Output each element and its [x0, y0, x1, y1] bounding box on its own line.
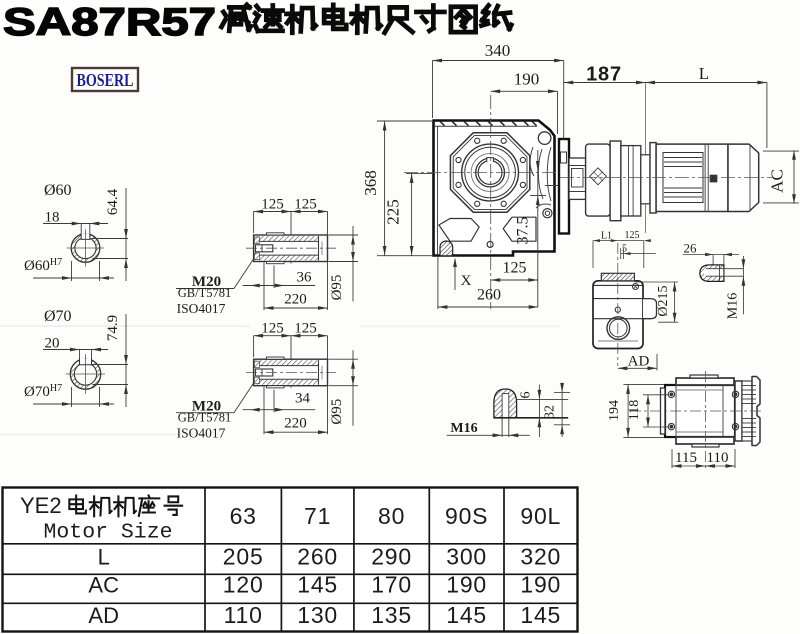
svg-text:6: 6	[519, 392, 534, 399]
svg-text:YE2: YE2	[20, 493, 62, 518]
svg-text:220: 220	[284, 292, 307, 308]
svg-text:225: 225	[384, 199, 403, 225]
svg-text:64.4: 64.4	[105, 188, 121, 215]
svg-text:120: 120	[223, 572, 264, 598]
svg-text:34: 34	[295, 391, 311, 407]
svg-text:135: 135	[371, 602, 412, 628]
svg-text:AD: AD	[628, 354, 650, 370]
svg-text:Motor Size: Motor Size	[43, 521, 172, 545]
svg-text:125: 125	[625, 230, 640, 241]
svg-text:125: 125	[503, 260, 527, 277]
svg-text:220: 220	[284, 416, 307, 432]
svg-text:90L: 90L	[520, 503, 561, 529]
svg-text:Ø215: Ø215	[656, 285, 671, 316]
svg-text:63: 63	[230, 503, 257, 529]
svg-text:145: 145	[297, 572, 338, 598]
svg-text:X: X	[461, 273, 472, 289]
svg-text:GB/T5781: GB/T5781	[178, 286, 231, 300]
svg-text:M16: M16	[450, 421, 477, 436]
svg-text:18: 18	[45, 210, 60, 226]
svg-text:AD: AD	[88, 603, 119, 628]
svg-text:125: 125	[294, 197, 317, 213]
svg-text:36: 36	[297, 270, 313, 286]
svg-text:190: 190	[514, 70, 540, 89]
svg-text:5: 5	[622, 244, 627, 255]
svg-text:190: 190	[446, 572, 487, 598]
svg-text:ISO4017: ISO4017	[177, 425, 226, 440]
svg-text:37.5: 37.5	[515, 217, 532, 245]
svg-text:260: 260	[297, 544, 338, 570]
svg-text:Ø95: Ø95	[329, 275, 345, 301]
svg-text:340: 340	[485, 41, 511, 60]
svg-text:125: 125	[261, 321, 284, 337]
svg-text:M20: M20	[192, 398, 221, 414]
svg-text:130: 130	[297, 602, 338, 628]
svg-text:Ø60: Ø60	[44, 182, 72, 199]
svg-text:145: 145	[520, 602, 561, 628]
svg-text:26: 26	[684, 241, 698, 256]
svg-text:M16: M16	[726, 293, 741, 319]
svg-text:320: 320	[520, 544, 561, 570]
svg-text:187: 187	[586, 64, 622, 86]
svg-text:194: 194	[607, 400, 622, 421]
svg-text:145: 145	[446, 602, 487, 628]
svg-text:110: 110	[224, 602, 263, 628]
svg-text:SA87R57: SA87R57	[3, 1, 216, 44]
svg-text:L: L	[98, 545, 110, 570]
svg-text:BOSERL: BOSERL	[77, 70, 134, 90]
svg-text:290: 290	[371, 544, 412, 570]
svg-text:118: 118	[627, 400, 642, 420]
svg-text:74.9: 74.9	[105, 315, 121, 341]
svg-text:115: 115	[675, 450, 697, 466]
svg-text:32: 32	[543, 405, 558, 419]
svg-text:L: L	[699, 64, 709, 83]
svg-text:71: 71	[304, 503, 331, 529]
svg-text:AC: AC	[768, 169, 787, 193]
svg-text:GB/T5781: GB/T5781	[178, 410, 231, 424]
svg-text:90S: 90S	[445, 503, 488, 529]
svg-text:Ø95: Ø95	[329, 399, 345, 425]
svg-text:ISO4017: ISO4017	[177, 301, 226, 316]
svg-text:125: 125	[294, 321, 317, 337]
svg-text:300: 300	[446, 544, 487, 570]
svg-text:260: 260	[477, 287, 501, 304]
svg-text:AC: AC	[88, 573, 119, 598]
svg-text:80: 80	[378, 503, 405, 529]
svg-text:20: 20	[45, 336, 60, 352]
svg-text:125: 125	[261, 197, 284, 213]
svg-text:205: 205	[223, 544, 264, 570]
svg-text:110: 110	[707, 450, 729, 466]
svg-text:368: 368	[361, 170, 380, 196]
svg-text:L1: L1	[601, 231, 612, 242]
svg-text:M20: M20	[192, 274, 221, 290]
svg-text:170: 170	[371, 572, 412, 598]
svg-text:190: 190	[520, 572, 561, 598]
svg-text:Ø70: Ø70	[44, 308, 72, 325]
